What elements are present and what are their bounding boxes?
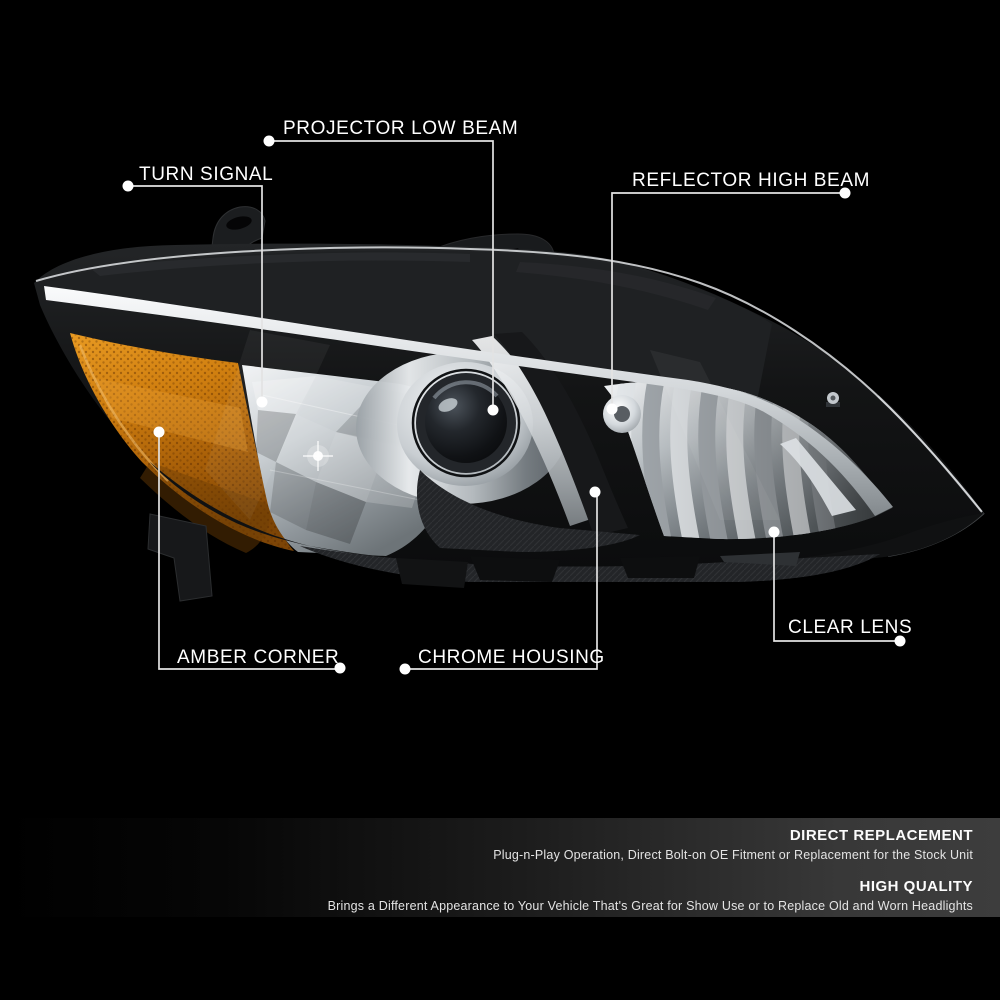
feature-high-quality: HIGH QUALITY Brings a Different Appearan… [328,878,973,916]
turn-signal-facets [252,376,430,544]
callout-dot [153,426,165,438]
reflector-right-shade [604,381,892,540]
lower-mount-bracket [147,513,213,602]
turn-signal-chamber [242,365,452,556]
amber-texture [70,333,294,551]
chamber-divider [472,332,628,536]
callout-leaders [122,135,906,675]
feature-description: Brings a Different Appearance to Your Ve… [327,898,973,913]
skirt-cut-2 [620,556,700,578]
top-housing-sheen2 [516,262,716,310]
callout-label-projector-low-beam: PROJECTOR LOW BEAM [283,118,519,139]
bracket-hole [226,216,252,230]
feature-text-block: DIRECT REPLACEMENT Plug-n-Play Operation… [328,827,973,928]
callout-label-chrome-housing: CHROME HOUSING [418,647,605,668]
lens-top-rim-highlight [35,246,983,513]
amber-reflection [95,378,248,452]
leader-chrome-housing [399,486,601,675]
leader-turn-signal [122,180,268,408]
feature-direct-replacement: DIRECT REPLACEMENT Plug-n-Play Operation… [328,827,973,865]
feature-description: Plug-n-Play Operation, Direct Bolt-on OE… [493,848,973,862]
callout-dot [263,135,275,147]
divider-chrome-edge [472,336,594,526]
top-housing-sheen [90,252,470,276]
lens-sheen-right [650,350,780,520]
callout-dot [839,187,851,199]
callout-dot [399,663,411,675]
callout-label-amber-corner: AMBER CORNER [177,647,340,668]
leader-amber-corner [153,426,346,674]
skirt-vent [720,552,800,566]
callout-dot [487,404,499,416]
callout-dot [894,635,906,647]
lower-foot-tab [396,558,468,588]
feature-heading: DIRECT REPLACEMENT [789,827,973,844]
bottom-flange [147,462,984,602]
feature-heading: HIGH QUALITY [859,877,973,895]
amber-corner-reflector [70,333,294,553]
chrome-housing-under-projector [416,470,640,552]
amber-shadow [140,462,271,553]
projector-lens-highlight [432,380,499,400]
high-beam-bulb-socket [614,406,630,422]
skirt-cut-1 [470,556,560,582]
specular-flare [303,441,333,471]
callout-dot [334,662,346,674]
callout-dot [606,403,618,415]
callout-label-turn-signal: TURN SIGNAL [139,164,274,185]
lens-wrap-chevron [780,438,856,516]
feature-panel: DIRECT REPLACEMENT Plug-n-Play Operation… [0,818,1000,917]
callout-label-clear-lens: CLEAR LENS [788,617,913,638]
leader-reflector-high-beam [606,187,851,415]
callout-dot [589,486,601,498]
projector-outer-ring-shadow [411,368,521,478]
adjuster-screw [826,392,840,407]
lens-sheen-left [205,330,330,520]
chrome-trim-eyebrow [44,286,893,516]
divider-dark-band [494,332,628,536]
leader-clear-lens [768,526,906,647]
leader-projector-low-beam [263,135,499,416]
top-housing [46,250,772,396]
projector-specular [438,398,458,412]
callout-dot [256,396,268,408]
callout-label-reflector-high-beam: REFLECTOR HIGH BEAM [632,170,871,191]
callout-dot [122,180,134,192]
callout-dot [768,526,780,538]
